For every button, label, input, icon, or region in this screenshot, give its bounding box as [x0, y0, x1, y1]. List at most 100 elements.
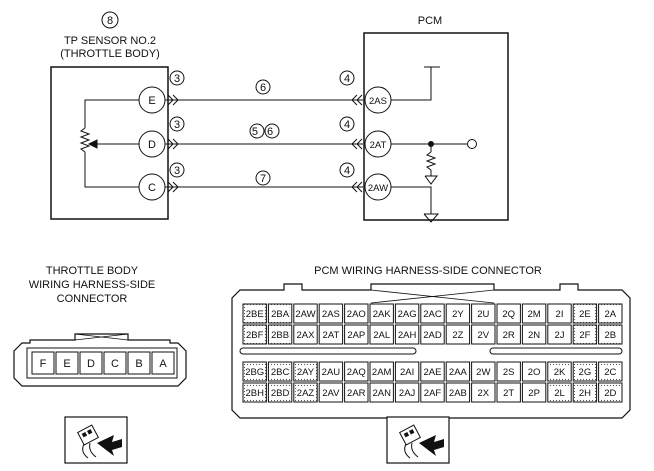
pcm-box [363, 32, 509, 221]
pcm-pin: 2AP [344, 324, 369, 345]
sensor-terminal-e: E [138, 86, 166, 114]
pcm-pin: 2P [521, 382, 547, 403]
svg-text:2BH: 2BH [245, 388, 264, 399]
wire-2-mid-ref: 5 6 [252, 126, 276, 138]
left-connector-chevrons [167, 94, 179, 193]
svg-text:2AI: 2AI [400, 367, 414, 378]
pcm-pin: 2AR [344, 382, 369, 403]
svg-text:2AH: 2AH [398, 330, 417, 341]
svg-text:2C: 2C [604, 367, 616, 378]
sensor-title: 8 TP SENSOR NO.2 (THROTTLE BODY) [60, 11, 160, 60]
svg-text:2T: 2T [503, 388, 514, 399]
svg-text:E: E [148, 95, 155, 107]
svg-text:2Z: 2Z [452, 330, 463, 341]
pcm-pin: 2S [496, 361, 521, 382]
svg-text:2D: 2D [604, 388, 616, 399]
svg-text:2AD: 2AD [423, 330, 442, 341]
pcm-pin: 2C [598, 361, 623, 382]
pcm-pin: 2Y [445, 303, 471, 324]
pcm-pin: 2BC [267, 361, 293, 382]
svg-text:2F: 2F [579, 330, 590, 341]
pcm-pin: 2AV [318, 382, 344, 403]
pcm-pin: 2BD [267, 382, 293, 403]
sensor-title-line2: (THROTTLE BODY) [60, 48, 160, 60]
sensor-box [50, 66, 169, 220]
pcm-pin: 2F [572, 324, 598, 345]
pcm-pin: 2E [572, 303, 598, 324]
pcm-pin: 2AG [394, 303, 420, 324]
pcm-pin: 2AL [369, 324, 394, 345]
sensor-number-circle [101, 11, 119, 29]
svg-text:3: 3 [174, 73, 180, 85]
pcm-terminal-2as: 2AS [364, 86, 392, 114]
svg-text:CONNECTOR: CONNECTOR [57, 293, 128, 305]
pcm-pin: 2AT [318, 324, 344, 345]
pcm-pin: 2BB [267, 324, 293, 345]
svg-text:2H: 2H [579, 388, 591, 399]
svg-text:2O: 2O [528, 367, 541, 378]
svg-text:E: E [63, 358, 70, 370]
connector-view-icon-right [386, 416, 450, 464]
svg-text:2J: 2J [554, 330, 564, 341]
svg-text:2AW: 2AW [295, 309, 315, 320]
svg-text:2Q: 2Q [502, 309, 515, 320]
svg-text:D: D [87, 358, 95, 370]
svg-text:2AU: 2AU [322, 367, 341, 378]
svg-text:2K: 2K [554, 367, 566, 378]
pcm-pin: 2BA [267, 303, 293, 324]
svg-text:2AC: 2AC [423, 309, 442, 320]
pcm-pin: 2BG [242, 361, 267, 382]
pcm-pin: 2B [598, 324, 623, 345]
pcm-pin: 2AX [293, 324, 318, 345]
svg-text:2AE: 2AE [424, 367, 442, 378]
svg-text:6: 6 [260, 82, 266, 94]
pcm-pin: 2Q [496, 303, 521, 324]
throttle-connector-title: THROTTLE BODY WIRING HARNESS-SIDE CONNEC… [29, 265, 156, 305]
svg-text:2I: 2I [556, 309, 564, 320]
svg-text:2U: 2U [477, 309, 489, 320]
svg-text:2AS: 2AS [322, 309, 340, 320]
pcm-pin: 2AS [318, 303, 344, 324]
pcm-pin: 2I [547, 303, 572, 324]
svg-text:4: 4 [344, 119, 350, 131]
svg-text:4: 4 [344, 73, 350, 85]
pcm-pin: 2AN [369, 382, 394, 403]
tb-pin: C [103, 351, 127, 375]
svg-text:2AA: 2AA [449, 367, 468, 378]
pcm-pin: 2AC [420, 303, 445, 324]
pcm-pin: 2Z [445, 324, 471, 345]
pcm-pin: 2AF [420, 382, 445, 403]
svg-text:2P: 2P [528, 388, 540, 399]
svg-text:2M: 2M [527, 309, 540, 320]
svg-text:2AT: 2AT [323, 330, 340, 341]
svg-text:2BE: 2BE [246, 309, 264, 320]
svg-text:2AJ: 2AJ [399, 388, 416, 399]
pcm-pin: 2AA [445, 361, 471, 382]
svg-text:2BB: 2BB [271, 330, 289, 341]
pcm-input-node [467, 139, 477, 149]
svg-text:C: C [148, 182, 156, 194]
tb-pin: A [151, 351, 175, 375]
pcm-pin: 2BF [242, 324, 267, 345]
connector-view-icon-left [64, 416, 128, 464]
pcm-pin: 2V [471, 324, 496, 345]
pcm-pin: 2AU [318, 361, 344, 382]
svg-text:2E: 2E [579, 309, 591, 320]
pcm-pin: 2U [471, 303, 496, 324]
svg-text:2B: 2B [604, 330, 616, 341]
svg-text:2AP: 2AP [347, 330, 365, 341]
svg-text:2V: 2V [477, 330, 489, 341]
pcm-pin: 2AJ [394, 382, 420, 403]
svg-text:2AK: 2AK [373, 309, 392, 320]
sensor-title-line1: TP SENSOR NO.2 [64, 35, 156, 47]
svg-text:B: B [135, 358, 142, 370]
pcm-pin: 2BH [242, 382, 267, 403]
svg-text:2AX: 2AX [297, 330, 316, 341]
sensor-terminal-c: C [138, 173, 166, 201]
svg-text:2AN: 2AN [372, 388, 391, 399]
svg-text:2AR: 2AR [347, 388, 366, 399]
svg-text:2AL: 2AL [373, 330, 390, 341]
